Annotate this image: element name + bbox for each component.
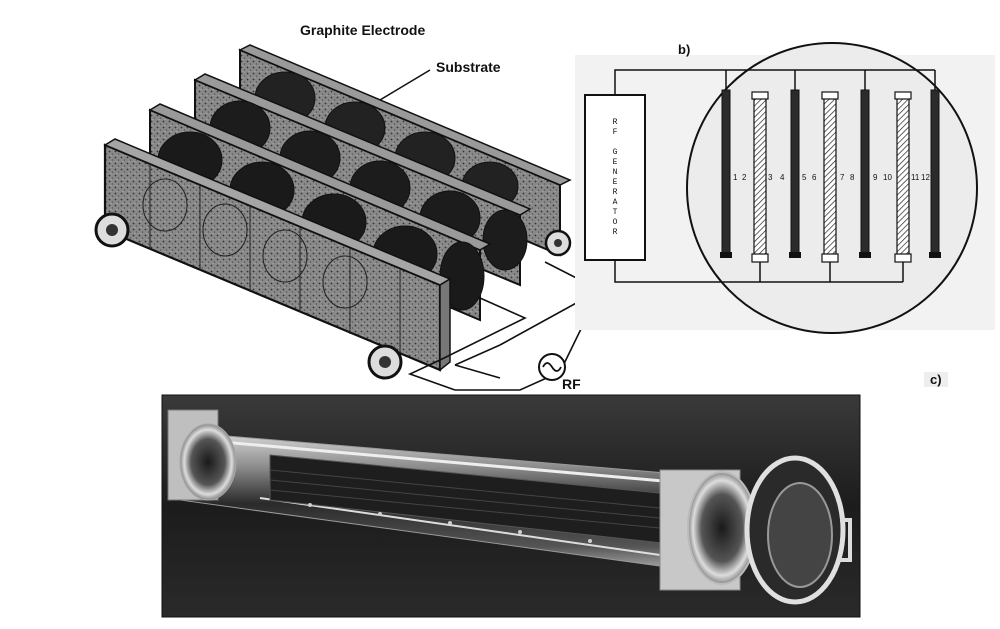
rf-label: RF xyxy=(562,376,581,392)
electrodes-set-a-bases xyxy=(720,252,941,258)
electrodes-set-b xyxy=(753,97,910,257)
carrier-wheel-front xyxy=(367,344,403,380)
reactor-tube xyxy=(179,431,726,576)
reactor-door xyxy=(744,455,852,605)
white-patch xyxy=(330,365,362,397)
electrode-number-12: 12 xyxy=(921,173,930,182)
reactor-left-flange xyxy=(167,409,237,501)
electrode-number-3: 3 xyxy=(768,173,773,182)
electrodes-set-b-caps xyxy=(751,91,912,263)
electrode-number-11: 11 xyxy=(911,173,920,182)
substrate-leader-line xyxy=(379,69,431,101)
panel-c-letter: c) xyxy=(924,372,948,387)
electrode-number-8: 8 xyxy=(850,173,855,182)
electrode-number-6: 6 xyxy=(812,173,817,182)
electrode-number-9: 9 xyxy=(873,173,878,182)
electrode-plate-front xyxy=(103,138,452,372)
rf-generator-label: RF GENERATOR xyxy=(610,117,620,238)
carrier-wheel-back xyxy=(544,229,572,257)
carrier-wheel-left xyxy=(94,212,130,248)
electrode-number-labels: 1 2 3 4 5 6 7 8 9 10 11 12 xyxy=(733,173,930,182)
substrate-label: Substrate xyxy=(436,59,501,75)
panel-b-letter: b) xyxy=(678,42,691,57)
electrode-number-5: 5 xyxy=(802,173,807,182)
rf-bus-wires xyxy=(614,69,936,283)
graphite-electrode-label: Graphite Electrode xyxy=(300,22,426,38)
photo-frame xyxy=(161,394,861,618)
electrode-number-1: 1 xyxy=(733,173,738,182)
electrode-number-2: 2 xyxy=(742,173,747,182)
electrode-number-4: 4 xyxy=(780,173,785,182)
reactor-right-flange xyxy=(659,469,757,591)
electrode-number-7: 7 xyxy=(840,173,845,182)
electrode-number-10: 10 xyxy=(883,173,892,182)
rf-source-symbol xyxy=(538,353,566,381)
